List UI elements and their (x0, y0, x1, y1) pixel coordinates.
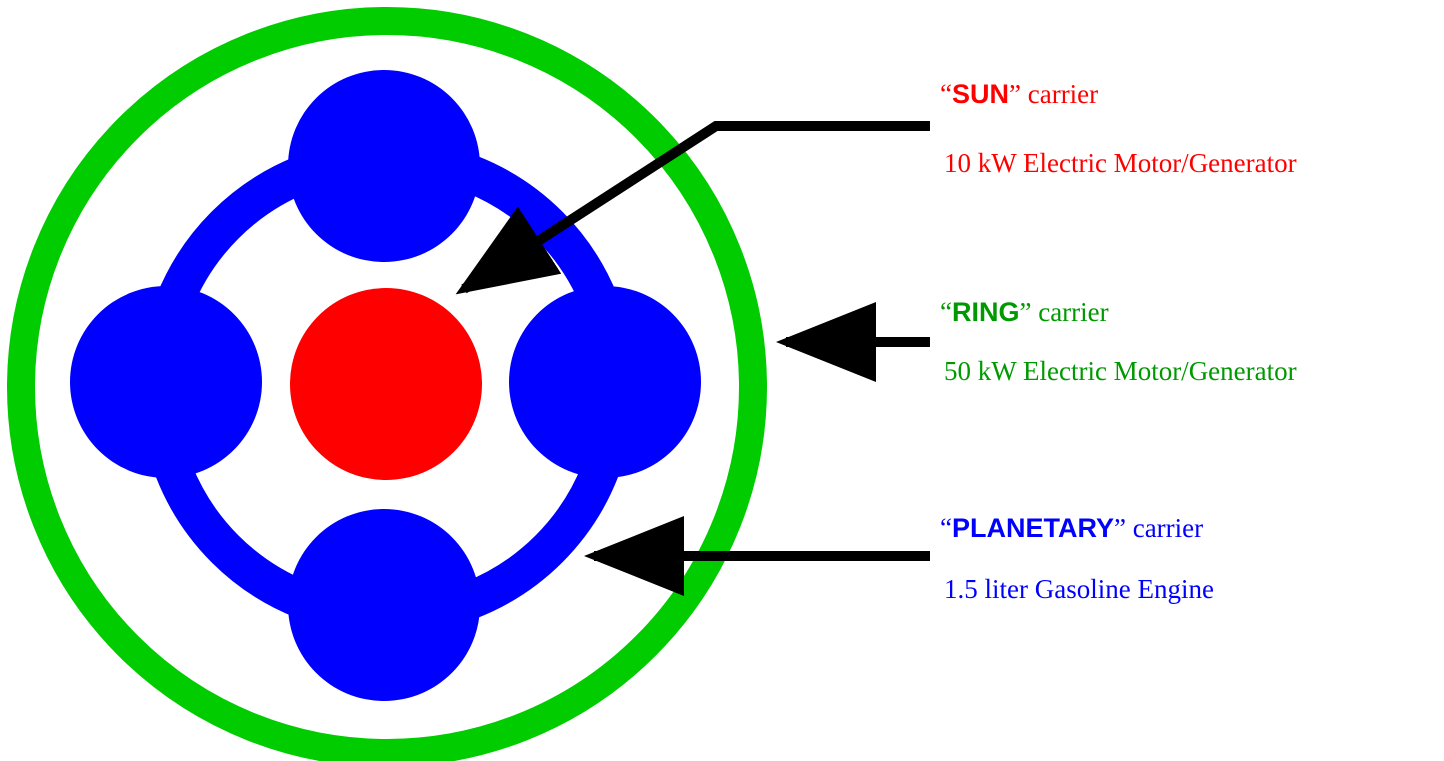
planet-gear-top (288, 70, 480, 262)
sun-close-quote: ” (1009, 79, 1021, 109)
ring-open-quote: “ (940, 297, 952, 327)
ring-close-quote: ” (1019, 297, 1032, 327)
sun-description: 10 kW Electric Motor/Generator (944, 148, 1297, 178)
sun-name: SUN (951, 79, 1009, 109)
sun-pointer-arrow (455, 121, 930, 295)
planetary-carrier-label: “PLANETARY” carrier (940, 515, 1203, 542)
planetary-suffix: carrier (1125, 513, 1204, 543)
planetary-description: 1.5 liter Gasoline Engine (944, 574, 1214, 604)
ring-gear (7, 7, 767, 761)
ring-carrier-label: “RING” carrier (940, 299, 1109, 326)
sun-carrier-label: “SUN” carrier (940, 81, 1098, 108)
planetary-name: PLANETARY (951, 513, 1114, 543)
planet-gear-left (70, 286, 262, 478)
planetary-open-quote: “ (940, 513, 952, 543)
sun-open-quote: “ (940, 79, 952, 109)
sun-suffix: carrier (1020, 79, 1099, 109)
planetary-close-quote: ” (1113, 513, 1126, 543)
ring-suffix: carrier (1031, 297, 1109, 327)
ring-description: 50 kW Electric Motor/Generator (944, 356, 1297, 386)
planet-gear-bottom (288, 509, 480, 701)
planet-gear-right (509, 286, 701, 478)
ring-name: RING (951, 297, 1020, 327)
sun-gear (290, 288, 482, 480)
